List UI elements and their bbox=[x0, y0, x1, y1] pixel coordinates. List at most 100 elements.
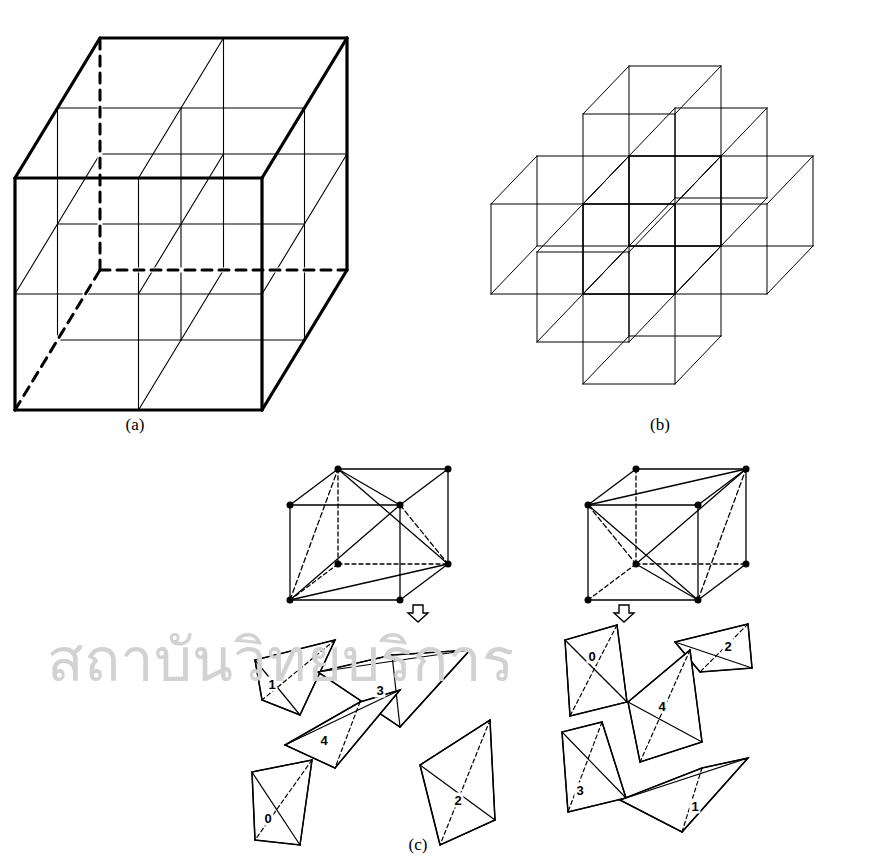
figure-label: (b) bbox=[648, 415, 672, 434]
edge-line bbox=[682, 768, 702, 832]
edge-line bbox=[636, 469, 746, 564]
edge-line bbox=[721, 198, 767, 246]
edge-line bbox=[583, 204, 675, 205]
edge-line bbox=[721, 246, 722, 336]
vertex-dot bbox=[633, 561, 640, 568]
vertex-dot bbox=[695, 597, 702, 604]
edge-line bbox=[100, 269, 347, 270]
edge-line bbox=[700, 624, 748, 672]
edge-line bbox=[635, 469, 636, 564]
edge-line bbox=[583, 204, 584, 294]
edge-line bbox=[675, 156, 721, 204]
edge-line bbox=[570, 702, 627, 716]
vertex-dot bbox=[585, 597, 592, 604]
edge-line bbox=[640, 650, 690, 762]
edge-line bbox=[583, 204, 584, 294]
edge-line bbox=[629, 66, 630, 156]
edge-line bbox=[588, 599, 698, 600]
edge-line bbox=[748, 624, 752, 668]
edge-line bbox=[562, 732, 568, 812]
edge-line bbox=[338, 469, 448, 564]
edge-line bbox=[628, 650, 690, 702]
edge-line bbox=[583, 204, 675, 205]
edge-line bbox=[491, 156, 537, 204]
edge-line bbox=[640, 742, 702, 762]
vertex-dot bbox=[445, 561, 452, 568]
edge-line bbox=[629, 108, 675, 156]
edge-line bbox=[338, 469, 400, 505]
edge-line bbox=[100, 36, 347, 39]
edge-line bbox=[139, 154, 224, 294]
edge-line bbox=[583, 294, 675, 295]
edge-line bbox=[675, 108, 676, 198]
edge-line bbox=[568, 798, 626, 812]
edge-line bbox=[583, 384, 675, 385]
callout-number: 3 bbox=[574, 783, 585, 798]
edge-line bbox=[675, 246, 721, 294]
callout-number: 2 bbox=[722, 639, 733, 654]
edge-line bbox=[721, 66, 722, 156]
tetrahedron bbox=[285, 690, 400, 768]
edge-line bbox=[491, 204, 492, 294]
callout-number: 1 bbox=[689, 799, 700, 814]
edge-line bbox=[400, 469, 448, 505]
edge-line bbox=[100, 268, 347, 273]
edge-line bbox=[583, 156, 629, 204]
edge-line bbox=[440, 820, 495, 845]
vertex-dot bbox=[743, 561, 750, 568]
edge-line bbox=[583, 156, 629, 204]
edge-line bbox=[588, 564, 636, 600]
edge-line bbox=[262, 38, 347, 178]
edge-line bbox=[100, 37, 347, 38]
edge-line bbox=[262, 700, 300, 715]
edge-line bbox=[420, 720, 490, 765]
edge-line bbox=[602, 722, 626, 798]
edge-line bbox=[338, 468, 448, 469]
callout-number: 0 bbox=[586, 649, 597, 664]
edge-line bbox=[721, 156, 722, 246]
edge-line bbox=[745, 469, 746, 564]
edge-line bbox=[682, 758, 748, 832]
edge-line bbox=[300, 760, 312, 845]
tetra-cube bbox=[287, 466, 452, 604]
edge-line bbox=[15, 176, 262, 179]
edge-line bbox=[261, 178, 262, 410]
edge-line bbox=[675, 204, 676, 294]
edge-line bbox=[58, 107, 305, 108]
edge-line bbox=[262, 270, 347, 410]
edge-line bbox=[813, 156, 814, 246]
edge-line bbox=[583, 114, 584, 204]
edge-line bbox=[636, 563, 746, 564]
tetra-outline bbox=[565, 625, 627, 716]
edge-line bbox=[399, 505, 400, 600]
figure-label: (c) bbox=[407, 835, 430, 854]
edge-line bbox=[629, 156, 630, 246]
edge-line bbox=[583, 204, 584, 294]
edge-line bbox=[587, 505, 588, 600]
edge-line bbox=[15, 38, 100, 178]
down-arrow bbox=[614, 605, 634, 622]
edge-line bbox=[537, 294, 583, 342]
vertex-dot bbox=[287, 597, 294, 604]
edge-line bbox=[721, 156, 722, 246]
edge-line bbox=[588, 469, 746, 505]
edge-line bbox=[570, 625, 617, 716]
edge-line bbox=[568, 722, 602, 812]
vertex-dot bbox=[695, 502, 702, 509]
edge-line bbox=[345, 38, 348, 270]
edge-line bbox=[675, 156, 721, 204]
edge-line bbox=[583, 246, 629, 294]
edge-line bbox=[675, 246, 721, 294]
edge-line bbox=[537, 342, 629, 343]
callout-number: 4 bbox=[318, 733, 329, 748]
edge-line bbox=[629, 156, 721, 157]
edge-line bbox=[617, 625, 627, 702]
edge-line bbox=[675, 294, 676, 384]
edge-line bbox=[537, 252, 538, 342]
edge-line bbox=[629, 294, 675, 342]
edge-line bbox=[255, 760, 312, 840]
edge-line bbox=[629, 156, 630, 246]
edge-line bbox=[583, 246, 629, 294]
edge-line bbox=[15, 409, 262, 410]
